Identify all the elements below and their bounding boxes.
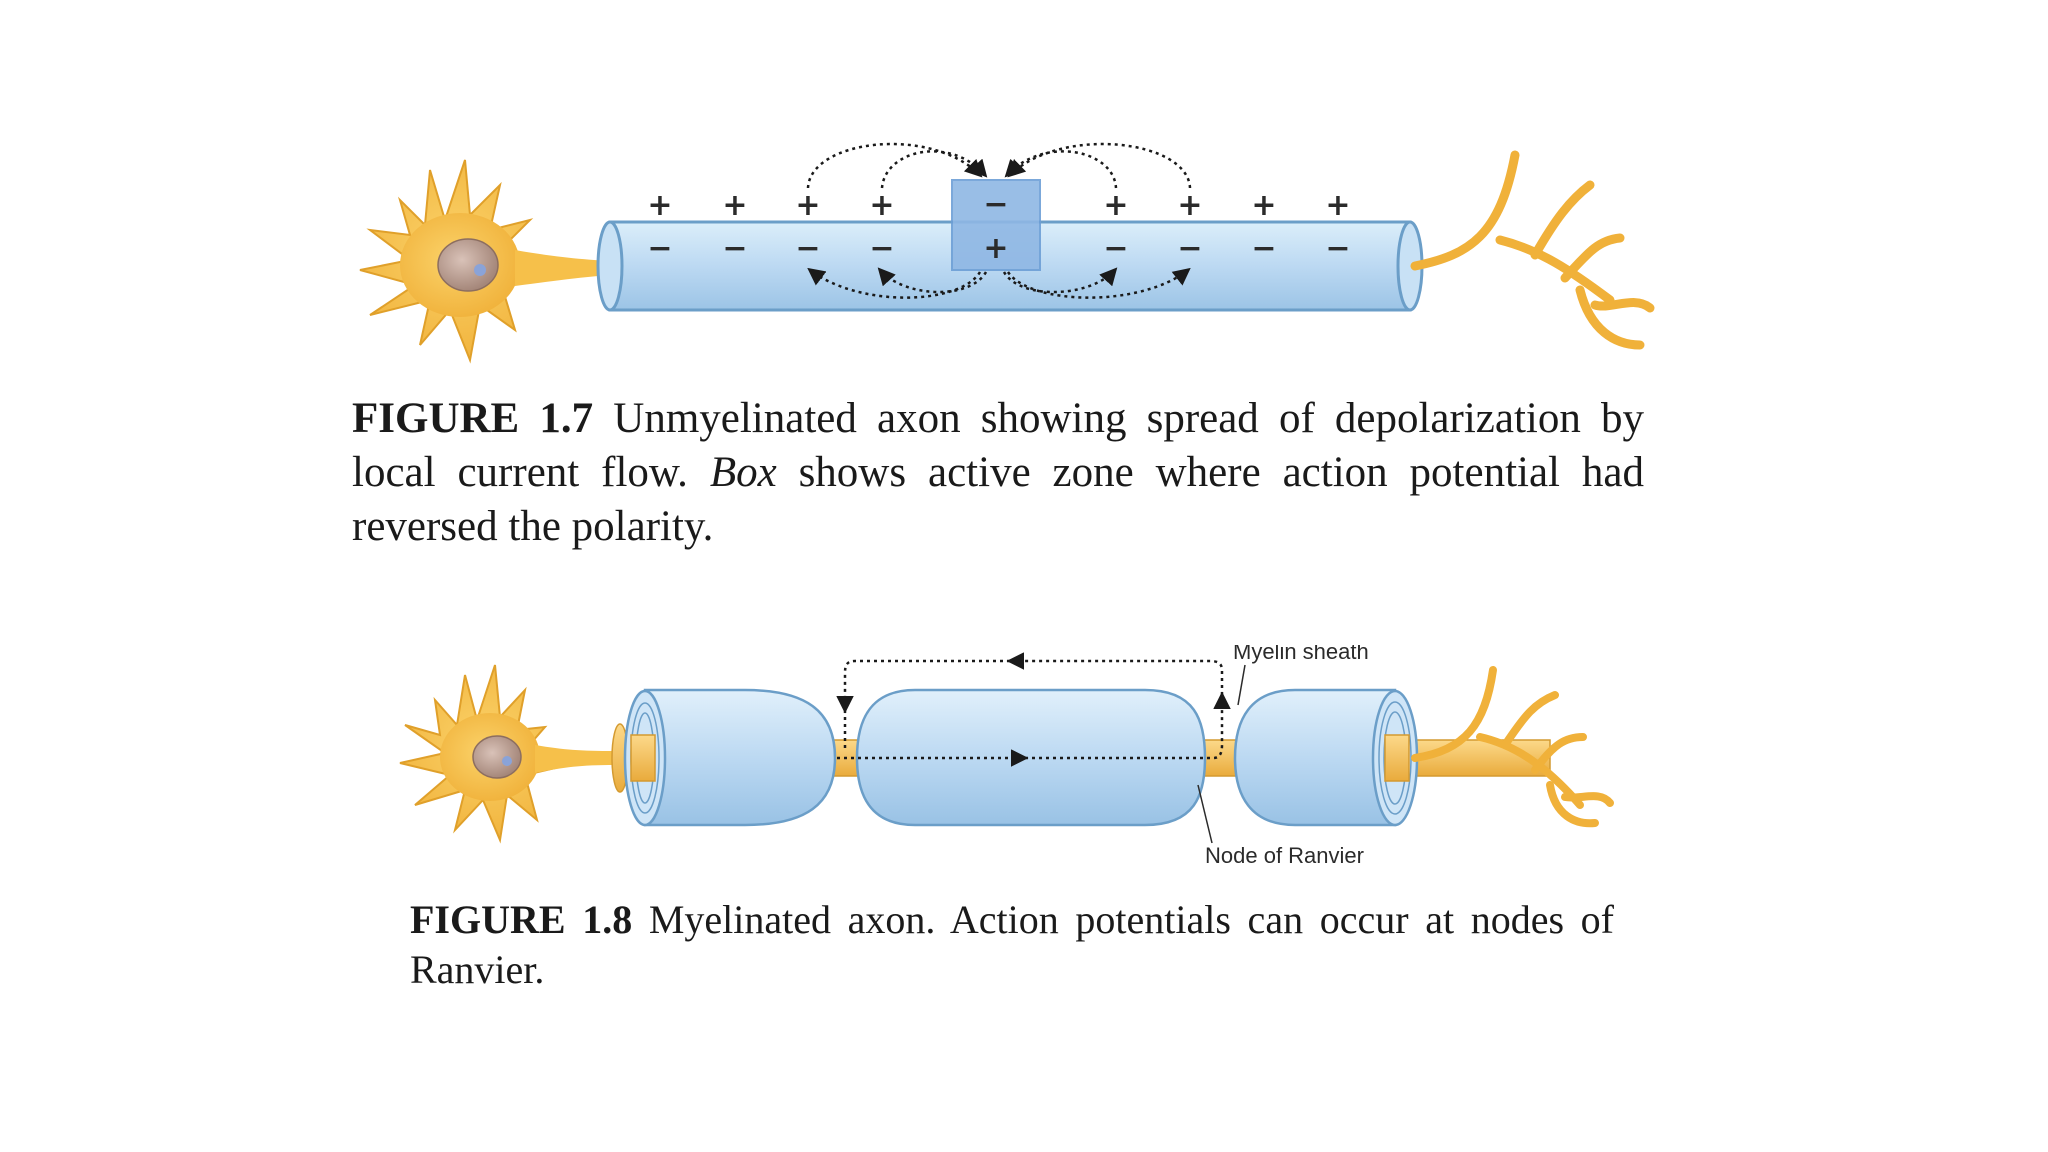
outside-sign: +: [647, 188, 672, 223]
inside-sign: −: [869, 231, 894, 266]
outside-sign: +: [722, 188, 747, 223]
inside-sign: −: [722, 231, 747, 266]
myelin-sheath-label: Myelin sheath: [1233, 645, 1369, 664]
outside-sign: +: [1103, 188, 1128, 223]
inside-sign: −: [1177, 231, 1202, 266]
myelin-sheath-pointer: [1237, 664, 1246, 706]
box-outside-sign: −: [983, 187, 1008, 222]
outside-sign: +: [1177, 188, 1202, 223]
figure-1-8-diagram: Myelin sheath Node of Ranvier: [399, 645, 1614, 868]
inside-sign: −: [1251, 231, 1276, 266]
node-of-ranvier-pointer: [1197, 784, 1213, 844]
caption-text: Unmyelinated axon showing spread of depo…: [352, 395, 1644, 496]
box-inside-sign: +: [983, 231, 1008, 266]
caption-text: shows active zone where action potential…: [352, 449, 1644, 550]
axon-hillock: [535, 745, 615, 773]
outside-sign: +: [869, 188, 894, 223]
caption-text: Myelinated axon. Action potentials can o…: [410, 897, 1614, 992]
caption-italic: Box: [709, 449, 777, 496]
outside-sign: +: [1251, 188, 1276, 223]
inside-sign: −: [795, 231, 820, 266]
inside-charges: − − − − − − − −: [647, 231, 1350, 266]
axon-hillock: [515, 250, 625, 286]
active-zone-box: [951, 179, 1041, 271]
node-of-ranvier-label: Node of Ranvier: [1205, 843, 1364, 868]
neuron-nucleus: [472, 735, 522, 779]
neuron-nucleus: [437, 238, 499, 292]
myelin-sheath-segment: [1233, 688, 1419, 827]
outside-sign: +: [795, 188, 820, 223]
saltatory-current-loop: [836, 652, 1231, 767]
axon-terminal: [1411, 666, 1614, 828]
myelin-sheath-segment: [623, 688, 837, 827]
inside-sign: −: [1325, 231, 1350, 266]
figure-1-8-label: FIGURE 1.8: [410, 897, 633, 942]
inside-sign: −: [1103, 231, 1128, 266]
local-current-arrows: [806, 142, 1192, 299]
outside-charges: + + + + + + + +: [647, 188, 1350, 223]
axon-terminal: [1410, 150, 1655, 350]
inside-sign: −: [647, 231, 672, 266]
figure-1-7-label: FIGURE 1.7: [352, 395, 594, 442]
myelin-sheath-segment: [855, 688, 1207, 827]
outside-sign: +: [1325, 188, 1350, 223]
figure-1-8-caption: FIGURE 1.8 Myelinated axon. Action poten…: [410, 895, 1614, 995]
figure-1-7-diagram: + + + + + + + + − − − − − − − − − +: [359, 142, 1655, 364]
figure-1-7-caption: FIGURE 1.7 Unmyelinated axon showing spr…: [352, 392, 1644, 554]
